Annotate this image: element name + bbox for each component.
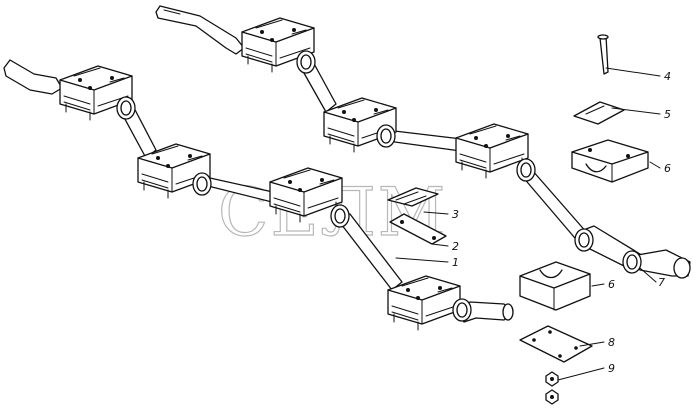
part-nut-9 (545, 371, 559, 405)
shaft-end-top (155, 5, 245, 55)
callout-5: 5 (664, 108, 671, 121)
part-plate-8 (519, 325, 593, 363)
callout-3: 3 (452, 208, 459, 221)
shaft-end-left (3, 59, 63, 95)
callout-2: 2 (452, 240, 459, 253)
part-pin-4 (597, 34, 609, 75)
part-plate-2 (389, 213, 447, 245)
callout-6-lower: 6 (608, 278, 615, 291)
part-base-6-lower (519, 261, 591, 311)
leader-lines (395, 67, 661, 381)
callout-1: 1 (452, 256, 459, 269)
part-shim-3 (387, 187, 439, 207)
part-cap-6-upper (571, 139, 649, 183)
callout-8: 8 (608, 336, 615, 349)
part-plate-5 (573, 101, 625, 125)
callout-6-upper: 6 (664, 162, 671, 175)
callout-7: 7 (658, 276, 665, 289)
callout-labels: 1 2 3 4 5 6 6 7 8 9 (452, 70, 671, 375)
callout-4: 4 (664, 70, 671, 83)
callout-9: 9 (608, 362, 615, 375)
